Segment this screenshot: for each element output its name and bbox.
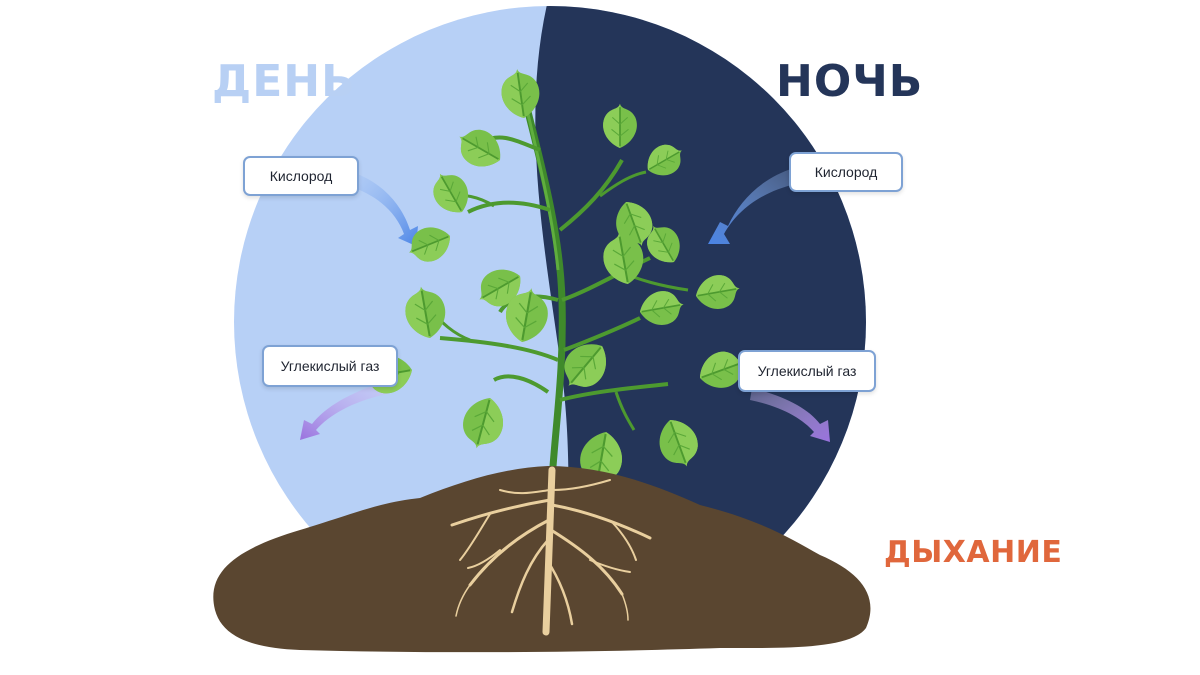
soil-mound <box>213 466 871 653</box>
oxygen-arrow-night-icon <box>708 168 796 244</box>
night-oxygen-label: Кислород <box>789 152 903 192</box>
respiration-label: ДЫХАНИЕ <box>884 535 1063 570</box>
day-label: ДЕНЬ <box>212 56 356 107</box>
co2-arrow-night-icon <box>750 388 830 442</box>
day-oxygen-label: Кислород <box>243 156 359 196</box>
co2-arrow-day-icon <box>300 382 388 440</box>
plant-illustration <box>359 65 751 491</box>
night-co2-label: Углекислый газ <box>738 350 876 392</box>
oxygen-arrow-day-icon <box>348 172 418 246</box>
day-co2-label: Углекислый газ <box>262 345 398 387</box>
night-label: НОЧЬ <box>776 56 924 107</box>
plant-roots <box>450 466 652 636</box>
